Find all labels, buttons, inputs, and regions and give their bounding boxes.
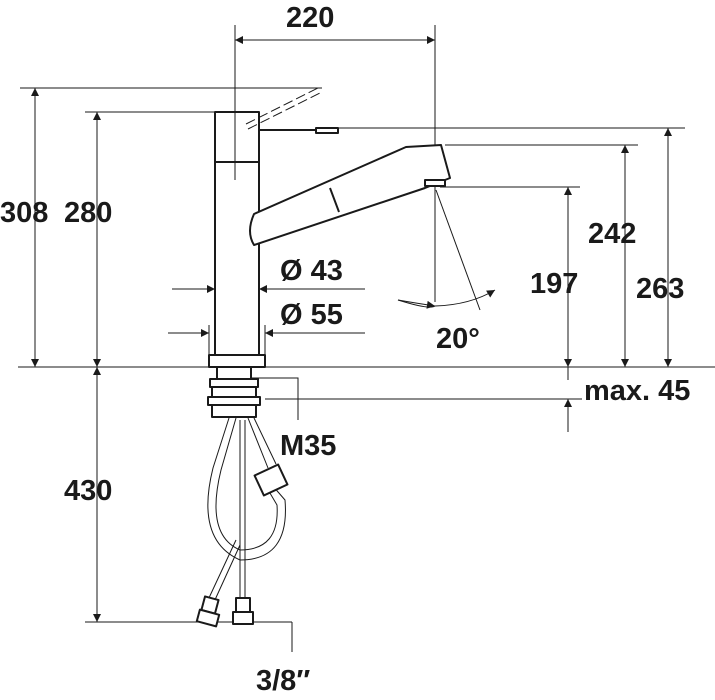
height-263-label: 263 — [636, 273, 684, 305]
diameter-55-label: Ø 55 — [280, 299, 343, 331]
height-280-label: 280 — [64, 197, 112, 229]
lever — [245, 86, 339, 134]
supply-hoses — [195, 417, 289, 628]
angle-label: 20° — [436, 323, 480, 355]
pull-out-spout — [249, 144, 451, 246]
height-197-label: 197 — [530, 268, 578, 300]
connection-label: 3/8″ — [256, 665, 310, 697]
dimension-lines — [31, 36, 672, 622]
height-308-label: 308 — [0, 197, 48, 229]
reach-label: 220 — [286, 2, 334, 34]
max-thickness-label: max. 45 — [584, 375, 690, 407]
hose-length-label: 430 — [64, 475, 112, 507]
height-242-label: 242 — [588, 218, 636, 250]
mounting-assembly — [207, 366, 261, 418]
extension-lines — [20, 25, 685, 652]
thread-label: M35 — [280, 430, 336, 462]
diameter-43-label: Ø 43 — [280, 255, 343, 287]
